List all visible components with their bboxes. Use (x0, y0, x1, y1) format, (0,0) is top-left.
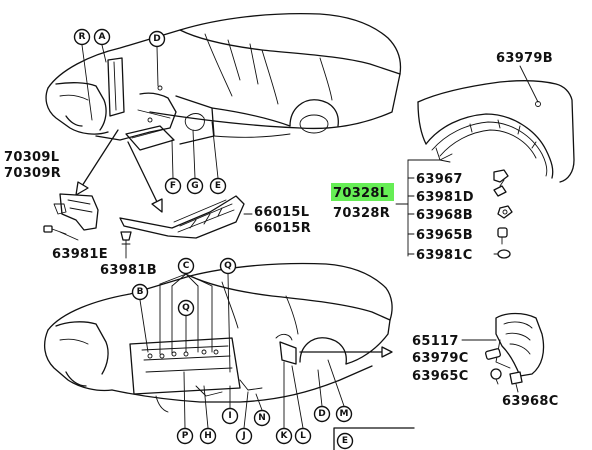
callout-letter: E (342, 436, 348, 446)
nut-63968C-icon (509, 371, 523, 393)
callout-letter: G (191, 181, 198, 191)
part-number-63967: 63967 (416, 172, 463, 187)
callout-letter: Q (182, 303, 190, 313)
callout-letter: M (340, 409, 349, 419)
callout-letter: F (170, 181, 176, 191)
part-number-63965B: 63965B (416, 228, 473, 243)
callout-P: P (176, 427, 194, 445)
callout-M: M (335, 405, 353, 423)
callout-R: R (73, 28, 91, 46)
part-number-63965C: 63965C (412, 369, 469, 384)
callout-J: J (235, 427, 253, 445)
clip-63967-icon (493, 169, 509, 183)
part-number-63981B: 63981B (100, 263, 157, 278)
callout-N: N (253, 409, 271, 427)
part-66015-illustration (119, 195, 245, 239)
part-number-70328R: 70328R (333, 206, 390, 221)
screw-63981E-icon (43, 225, 79, 241)
callout-F: F (164, 177, 182, 195)
part-number-65117: 65117 (412, 334, 459, 349)
callout-E: E (209, 177, 227, 195)
part-70309-illustration (53, 193, 99, 231)
bottom-pointer-arrow (299, 346, 393, 358)
part-number-63981C: 63981C (416, 248, 473, 263)
part-number-66015L: 66015L (254, 205, 309, 220)
callout-letter: K (281, 431, 289, 441)
callout-letter: L (300, 431, 306, 441)
callout-letter: B (137, 287, 144, 297)
callout-I: I (221, 407, 239, 425)
callout-H: H (199, 427, 217, 445)
callout-letter: C (183, 261, 190, 271)
bottom-callout-leaders-bottom (183, 359, 345, 429)
top-car-illustration (45, 13, 402, 151)
nut-63968B-icon (497, 205, 513, 219)
top-callout-leaders (81, 44, 219, 179)
bottom-callout-leaders-top (139, 273, 231, 373)
highlight-70328L (331, 183, 394, 201)
part-number-66015R: 66015R (254, 221, 311, 236)
callout-G: G (186, 177, 204, 195)
callout-D: D (148, 30, 166, 48)
part-number-63979B: 63979B (496, 51, 553, 66)
clip-63979C-icon (485, 348, 501, 360)
callout-letter: D (318, 409, 325, 419)
callout-letter: I (228, 411, 231, 421)
callout-letter: N (258, 413, 266, 423)
callout-letter: E (215, 181, 221, 191)
callout-letter: J (241, 431, 245, 441)
callout-letter: Q (224, 261, 232, 271)
bolt-63965B-icon (497, 227, 508, 245)
callout-C: C (177, 257, 195, 275)
fender-illustration (417, 80, 575, 183)
70328-bracket-tree (395, 153, 453, 257)
callout-Q-upper: Q (219, 257, 237, 275)
screw-63981D-icon (493, 179, 507, 197)
part-number-63968C: 63968C (502, 394, 559, 409)
callout-Q-lower: Q (177, 299, 195, 317)
detail-box-E: E (333, 427, 415, 450)
part-number-70309L: 70309L (4, 150, 59, 165)
part-65117-illustration (495, 312, 545, 377)
bottom-car-illustration (43, 262, 393, 413)
callout-letter: R (79, 32, 86, 42)
part-number-70328L: 70328L (333, 186, 388, 201)
clip-63981B-icon (120, 231, 132, 259)
callout-letter: D (153, 34, 160, 44)
callout-L: L (294, 427, 312, 445)
callout-letter: A (99, 32, 106, 42)
part-number-63979C: 63979C (412, 351, 469, 366)
part-number-70309R: 70309R (4, 166, 61, 181)
callout-letter: H (204, 431, 212, 441)
callout-K: K (275, 427, 293, 445)
part-number-63981E: 63981E (52, 247, 108, 262)
callout-D-bottom: D (313, 405, 331, 423)
callout-A: A (93, 28, 111, 46)
part-number-63968B: 63968B (416, 208, 473, 223)
callout-B: B (131, 283, 149, 301)
part-number-63981D: 63981D (416, 190, 474, 205)
top-pointer-arrows (75, 129, 163, 213)
screw-63981C-icon (493, 249, 511, 259)
callout-letter: P (182, 431, 189, 441)
bolt-63965C-icon (490, 368, 502, 385)
